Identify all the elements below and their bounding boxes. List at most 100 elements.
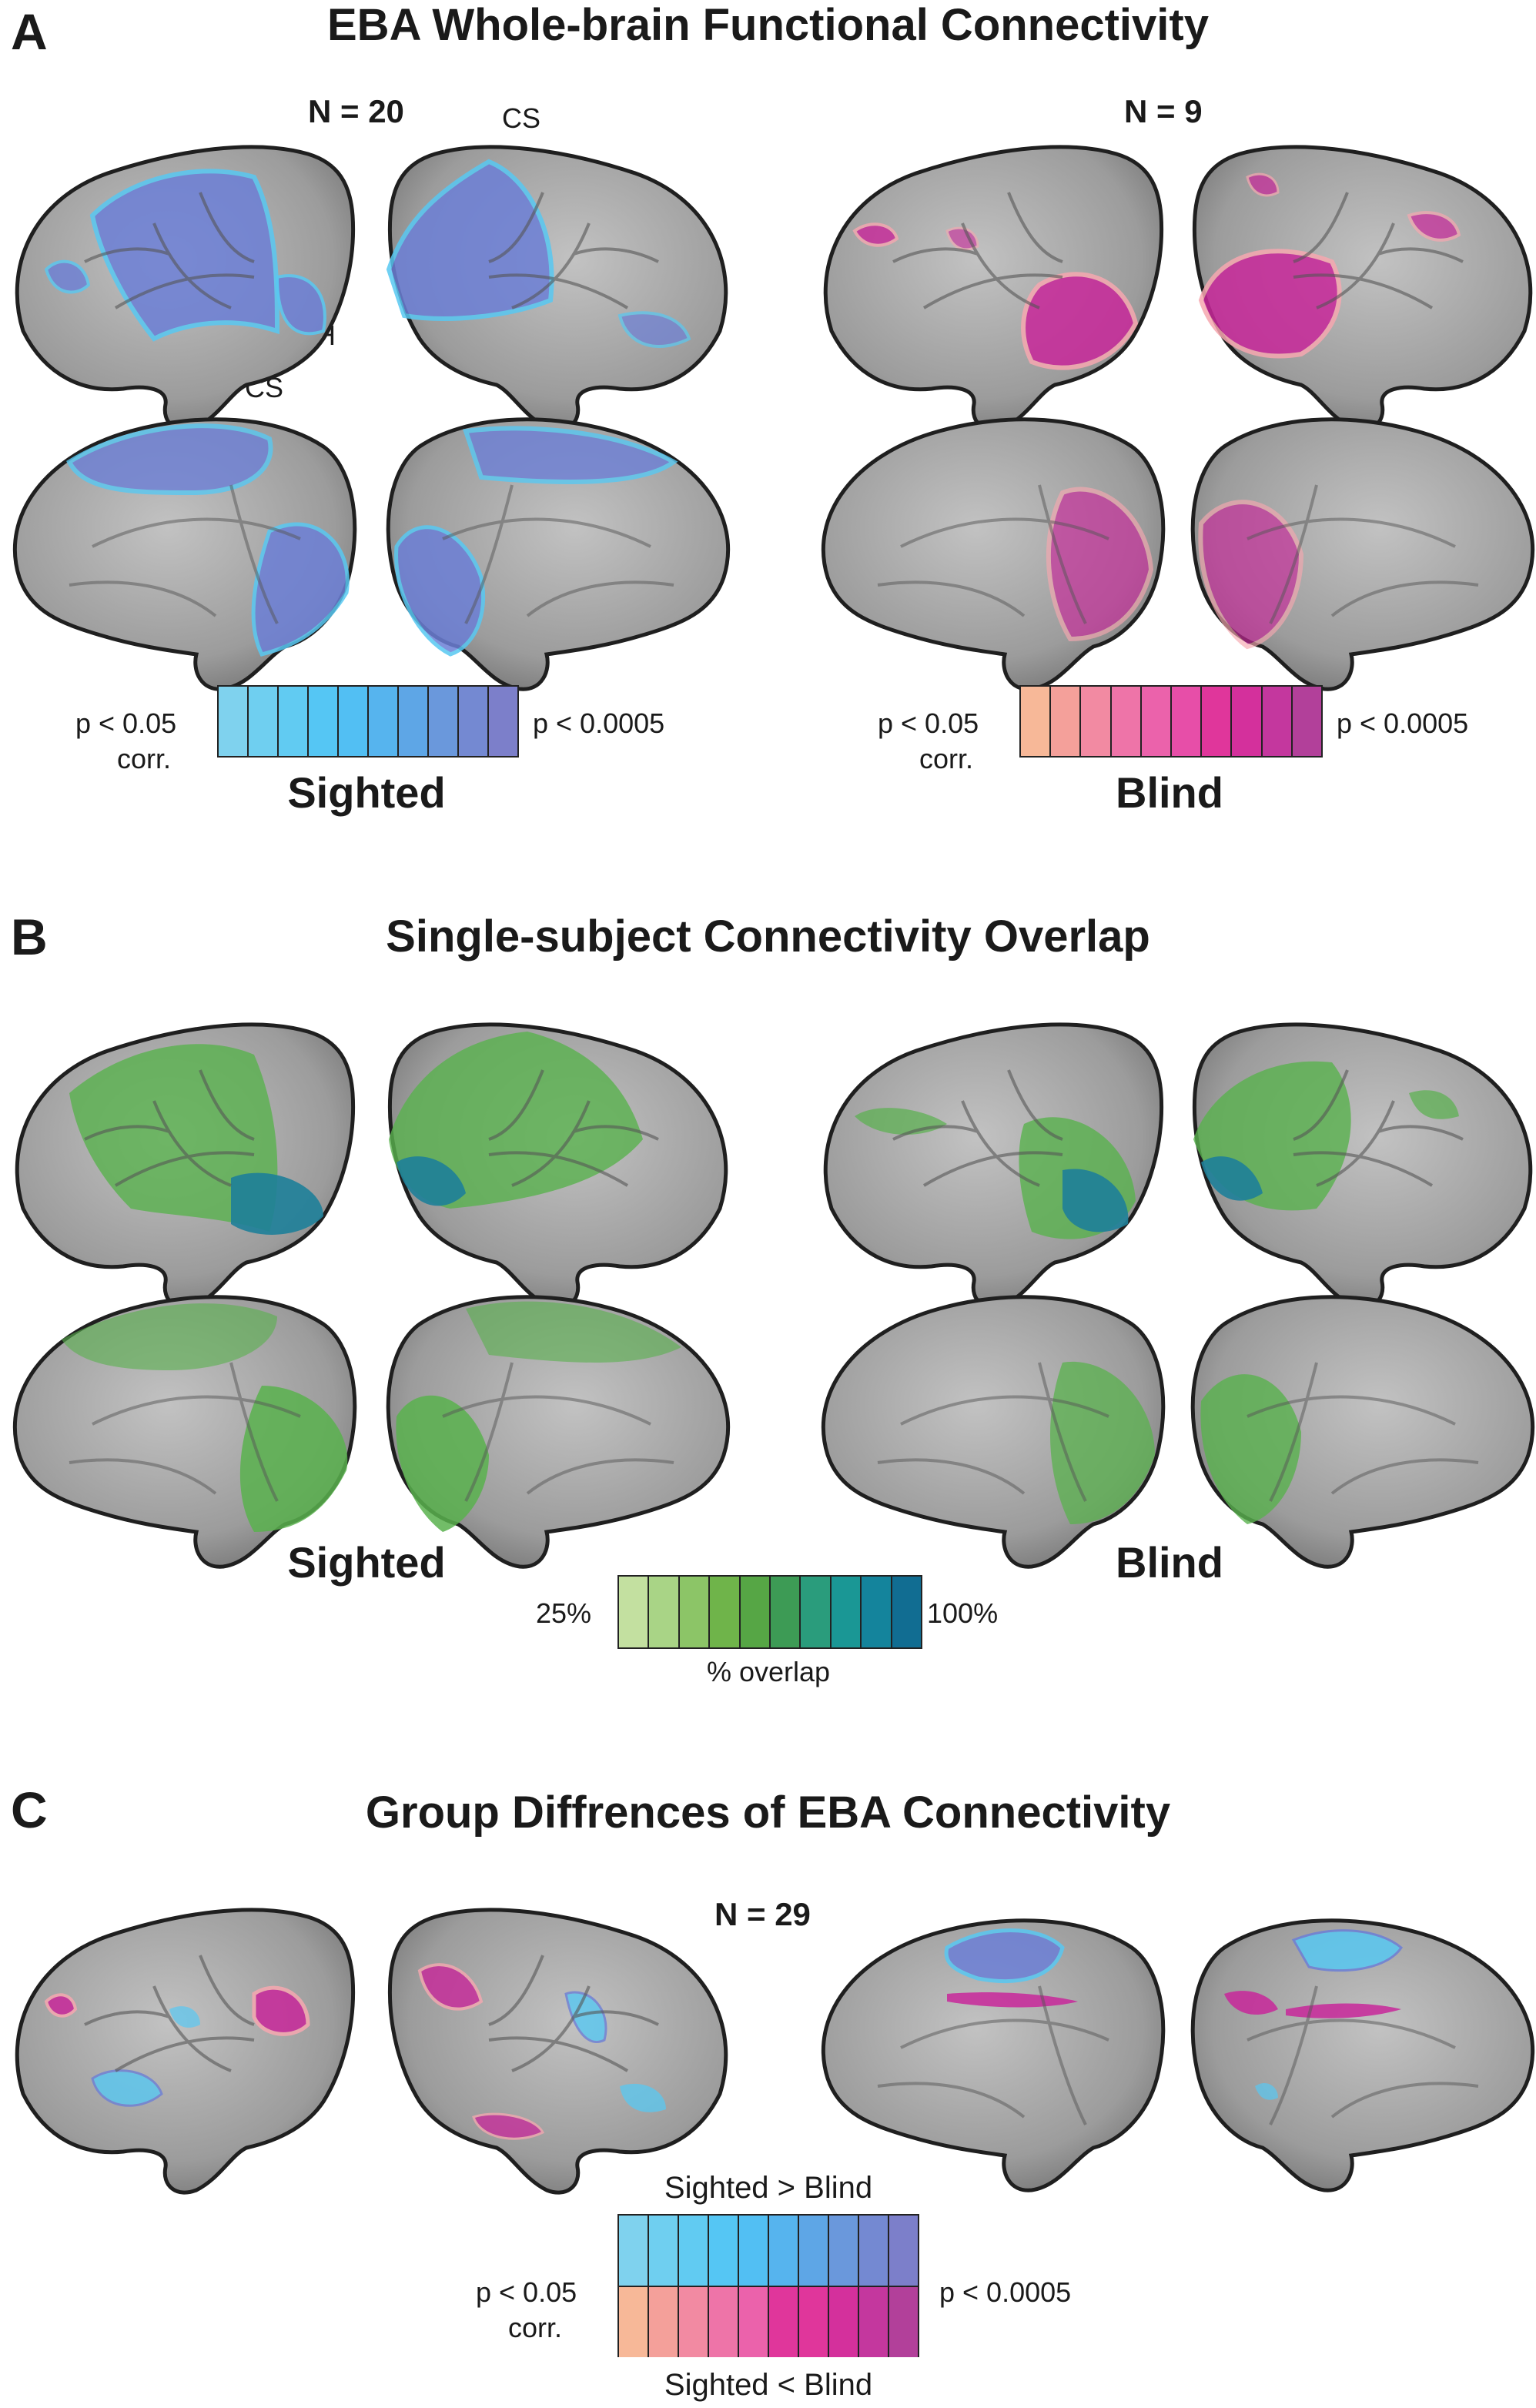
panel-b-letter: B bbox=[11, 908, 48, 965]
diff-bottom-swatch-4 bbox=[709, 2287, 739, 2357]
diff-colorbar bbox=[617, 2214, 919, 2357]
diff-low-corr: corr. bbox=[508, 2312, 563, 2343]
sighted-gt-blind-label: Sighted > Blind bbox=[664, 2171, 873, 2205]
diff-top-swatch-3 bbox=[679, 2216, 709, 2286]
diff-low-label: p < 0.05 bbox=[476, 2276, 577, 2308]
brain-overlap-sighted-lateral-left bbox=[0, 1008, 370, 1316]
sighted-colorbar-swatch-10 bbox=[489, 687, 517, 756]
diff-bottom-swatch-1 bbox=[619, 2287, 649, 2357]
overlap-colorbar-swatch-1 bbox=[619, 1577, 650, 1647]
overlap-high-label: 100% bbox=[927, 1597, 999, 1629]
sighted-colorbar-swatch-2 bbox=[249, 687, 279, 756]
brain-overlap-blind-medial-right bbox=[1178, 1270, 1536, 1578]
brain-overlap-blind-lateral-left bbox=[808, 1008, 1178, 1316]
diff-top-swatch-6 bbox=[769, 2216, 799, 2286]
diff-top-swatch-9 bbox=[859, 2216, 889, 2286]
n-blind-label: N = 9 bbox=[1124, 93, 1203, 129]
diff-bottom-swatch-10 bbox=[889, 2287, 918, 2357]
diff-bottom-swatch-8 bbox=[829, 2287, 859, 2357]
overlap-low-label: 25% bbox=[536, 1597, 592, 1629]
panel-c-letter: C bbox=[11, 1781, 48, 1838]
diff-top-swatch-4 bbox=[709, 2216, 739, 2286]
diff-high-label: p < 0.0005 bbox=[939, 2276, 1072, 2308]
blind-colorbar-swatch-10 bbox=[1292, 687, 1321, 756]
sighted-colorbar-swatch-7 bbox=[399, 687, 429, 756]
overlap-colorbar-swatch-2 bbox=[649, 1577, 680, 1647]
sighted-colorbar-swatch-1 bbox=[219, 687, 249, 756]
sighted-low-corr: corr. bbox=[117, 743, 172, 774]
blind-colorbar-swatch-1 bbox=[1021, 687, 1052, 756]
panel-b-title: Single-subject Connectivity Overlap bbox=[386, 911, 1150, 962]
sighted-colorbar bbox=[217, 685, 519, 758]
overlap-colorbar bbox=[617, 1575, 922, 1649]
blind-colorbar-swatch-9 bbox=[1262, 687, 1293, 756]
diff-bottom-swatch-3 bbox=[679, 2287, 709, 2357]
brain-blind-lateral-right bbox=[1178, 131, 1536, 439]
overlap-colorbar-swatch-7 bbox=[801, 1577, 832, 1647]
blind-low-label: p < 0.05 bbox=[878, 707, 979, 739]
sighted-group-label-a: Sighted bbox=[287, 768, 446, 817]
brain-overlap-blind-medial-left bbox=[808, 1270, 1178, 1578]
cs-label-top: CS bbox=[502, 102, 541, 134]
n-sighted-label: N = 20 bbox=[308, 93, 404, 129]
overlap-colorbar-swatch-8 bbox=[831, 1577, 862, 1647]
brain-blind-medial-right bbox=[1178, 393, 1536, 701]
panel-c-title: Group Diffrences of EBA Connectivity bbox=[365, 1788, 1171, 1838]
diff-top-swatch-7 bbox=[799, 2216, 829, 2286]
diff-colorbar-top bbox=[619, 2216, 918, 2287]
overlap-colorbar-swatch-6 bbox=[771, 1577, 801, 1647]
blind-colorbar-swatch-2 bbox=[1051, 687, 1082, 756]
brain-diff-medial-right bbox=[1178, 1894, 1536, 2202]
sighted-colorbar-swatch-4 bbox=[309, 687, 339, 756]
brain-overlap-sighted-medial-right bbox=[373, 1270, 743, 1578]
sighted-colorbar-swatch-9 bbox=[459, 687, 489, 756]
brain-sighted-lateral-right bbox=[386, 131, 743, 439]
panel-a-title: EBA Whole-brain Functional Connectivity bbox=[327, 0, 1209, 50]
overlap-colorbar-swatch-3 bbox=[679, 1577, 711, 1647]
diff-bottom-swatch-9 bbox=[859, 2287, 889, 2357]
brain-overlap-blind-lateral-right bbox=[1178, 1008, 1536, 1316]
panel-a-letter: A bbox=[11, 3, 48, 60]
diff-bottom-swatch-5 bbox=[739, 2287, 769, 2357]
overlap-colorbar-swatch-4 bbox=[710, 1577, 741, 1647]
blind-colorbar-swatch-7 bbox=[1202, 687, 1233, 756]
brain-overlap-sighted-lateral-right bbox=[373, 1008, 743, 1316]
diff-top-swatch-8 bbox=[829, 2216, 859, 2286]
brain-blind-lateral-left bbox=[808, 131, 1178, 439]
overlap-colorbar-swatch-5 bbox=[740, 1577, 771, 1647]
sighted-group-label-b: Sighted bbox=[287, 1538, 446, 1587]
brain-sighted-lateral-left bbox=[0, 131, 370, 439]
diff-top-swatch-10 bbox=[889, 2216, 918, 2286]
brain-diff-lateral-right bbox=[373, 1894, 743, 2202]
overlap-scale-label: % overlap bbox=[706, 1656, 831, 1687]
blind-colorbar-swatch-5 bbox=[1141, 687, 1173, 756]
blind-low-corr: corr. bbox=[919, 743, 974, 774]
brain-sighted-medial-left bbox=[0, 393, 370, 701]
blind-group-label-a: Blind bbox=[1116, 768, 1223, 817]
diff-top-swatch-5 bbox=[739, 2216, 769, 2286]
sighted-colorbar-swatch-6 bbox=[369, 687, 399, 756]
diff-bottom-swatch-7 bbox=[799, 2287, 829, 2357]
sighted-lt-blind-label: Sighted < Blind bbox=[664, 2368, 873, 2402]
blind-group-label-b: Blind bbox=[1116, 1538, 1223, 1587]
diff-bottom-swatch-2 bbox=[649, 2287, 679, 2357]
blind-high-label: p < 0.0005 bbox=[1337, 707, 1469, 739]
sighted-high-label: p < 0.0005 bbox=[533, 707, 665, 739]
blind-colorbar-swatch-6 bbox=[1172, 687, 1203, 756]
sighted-colorbar-swatch-5 bbox=[339, 687, 369, 756]
blind-colorbar bbox=[1019, 685, 1323, 758]
diff-bottom-swatch-6 bbox=[769, 2287, 799, 2357]
overlap-colorbar-swatch-9 bbox=[862, 1577, 892, 1647]
brain-sighted-medial-right bbox=[373, 393, 743, 701]
sighted-low-label: p < 0.05 bbox=[75, 707, 177, 739]
brain-overlap-sighted-medial-left bbox=[0, 1270, 370, 1578]
brain-blind-medial-left bbox=[808, 393, 1178, 701]
diff-top-swatch-2 bbox=[649, 2216, 679, 2286]
sighted-colorbar-swatch-3 bbox=[279, 687, 309, 756]
blind-colorbar-swatch-3 bbox=[1081, 687, 1112, 756]
diff-top-swatch-1 bbox=[619, 2216, 649, 2286]
n-group-label: N = 29 bbox=[714, 1896, 811, 1932]
brain-diff-medial-left bbox=[808, 1894, 1178, 2202]
brain-diff-lateral-left bbox=[0, 1894, 370, 2202]
blind-colorbar-swatch-4 bbox=[1111, 687, 1142, 756]
